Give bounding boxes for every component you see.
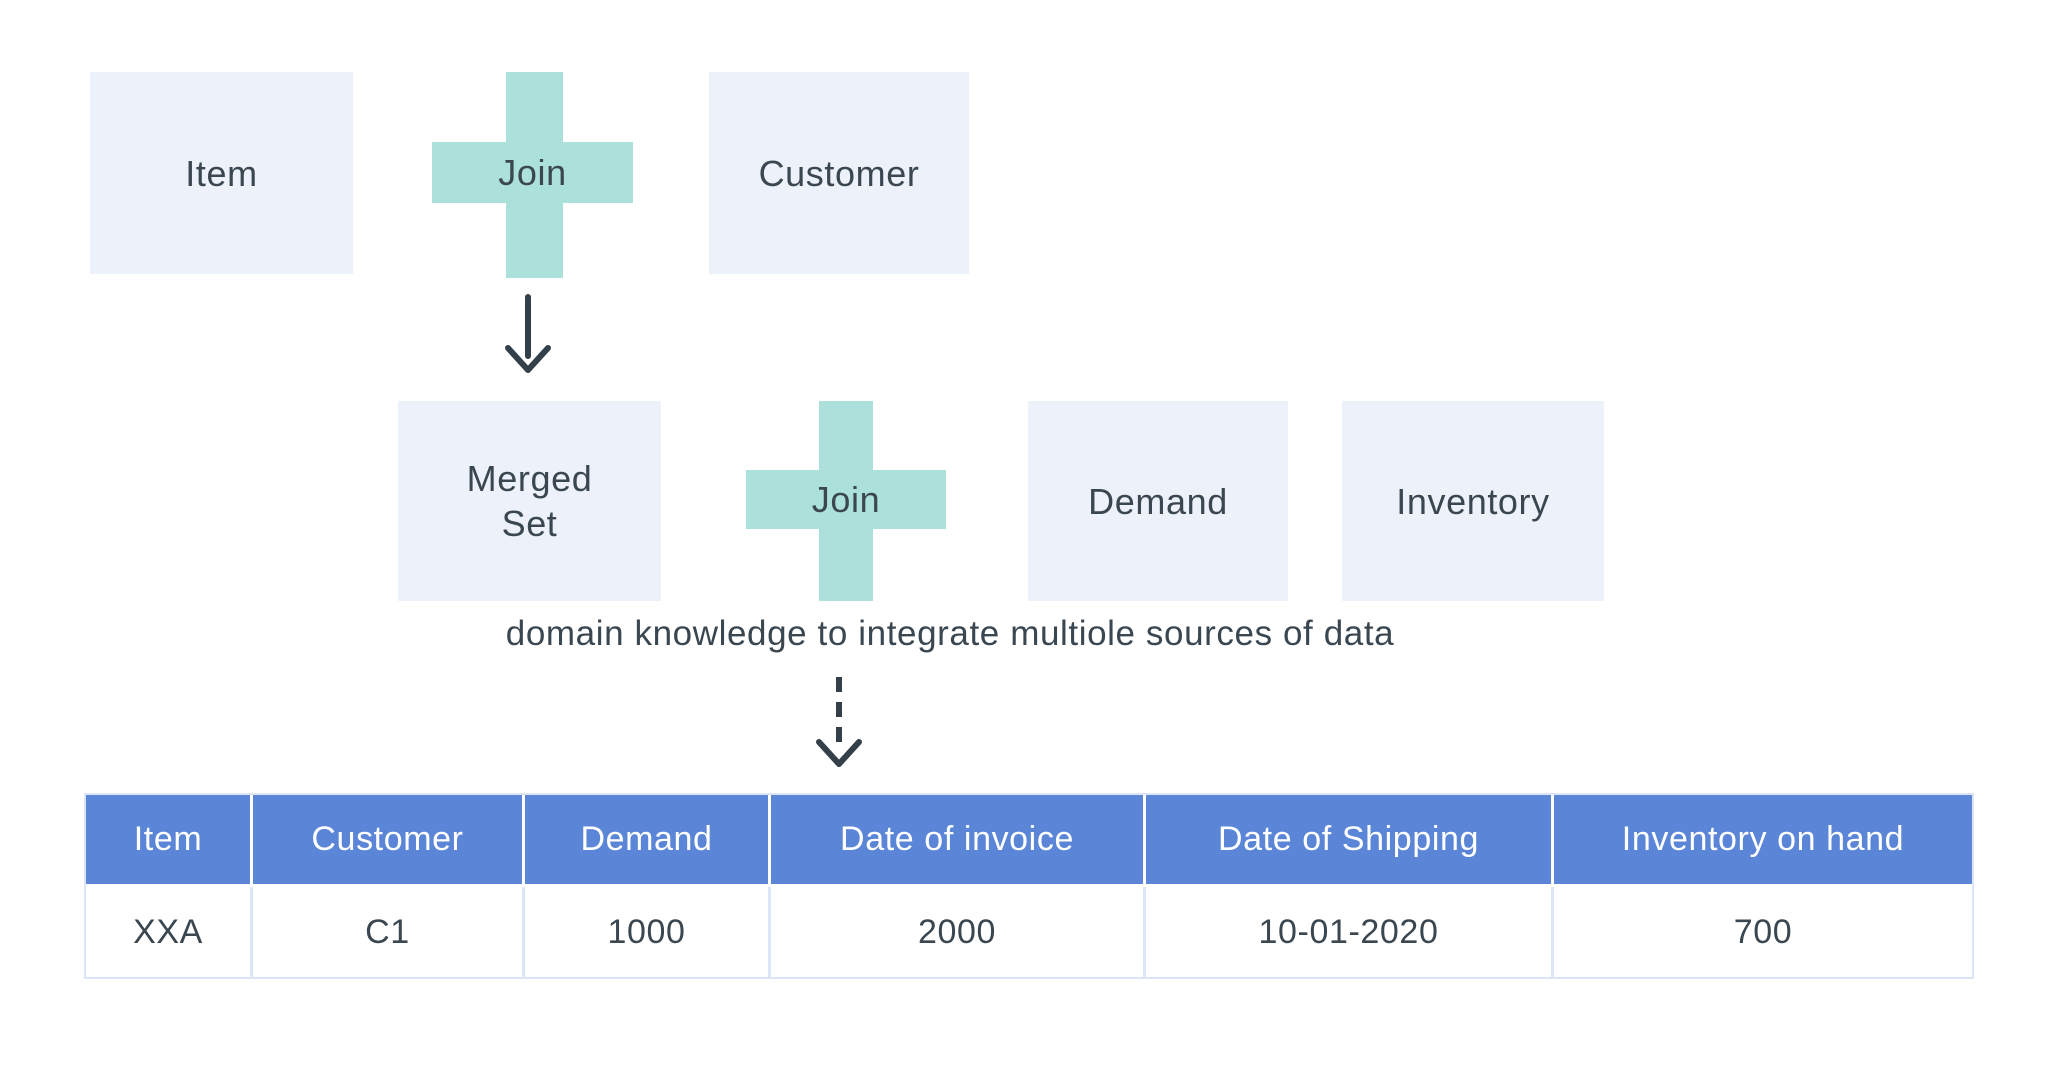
table-cell-demand: 1000 — [522, 887, 768, 977]
table-cell-date-of-invoice: 2000 — [768, 887, 1143, 977]
integration-caption: domain knowledge to integrate multiole s… — [505, 614, 1395, 653]
table-header-date-of-invoice: Date of invoice — [768, 795, 1143, 887]
table-header-item: Item — [86, 795, 250, 887]
customer-source-box: Customer — [709, 72, 969, 274]
demand-source-box: Demand — [1028, 401, 1288, 601]
dashed-down-arrow-icon — [816, 677, 862, 767]
table-cell-inventory-on-hand: 700 — [1551, 887, 1972, 977]
down-arrow-icon — [505, 294, 551, 373]
table-cell-date-of-shipping: 10-01-2020 — [1143, 887, 1551, 977]
table-header-date-of-shipping: Date of Shipping — [1143, 795, 1551, 887]
item-source-box: Item — [90, 72, 353, 274]
merged-set-box: Merged Set — [398, 401, 661, 601]
demand-source-label: Demand — [1088, 480, 1228, 522]
merged-set-label: Merged Set — [466, 458, 593, 544]
inventory-source-label: Inventory — [1396, 480, 1550, 522]
table-cell-item: XXA — [86, 887, 250, 977]
inventory-source-box: Inventory — [1342, 401, 1604, 601]
join-1-label: Join — [498, 151, 567, 193]
join-cross-2-horizontal-bar — [746, 470, 946, 529]
item-source-label: Item — [185, 152, 258, 194]
table-header-demand: Demand — [522, 795, 768, 887]
customer-source-label: Customer — [758, 152, 920, 194]
join-2-label: Join — [811, 478, 881, 520]
merged-result-table: Item Customer Demand Date of invoice Dat… — [84, 793, 1974, 979]
table-header-inventory-on-hand: Inventory on hand — [1551, 795, 1972, 887]
join-cross-1-horizontal-bar — [432, 142, 633, 203]
table-header-customer: Customer — [250, 795, 522, 887]
table-cell-customer: C1 — [250, 887, 522, 977]
